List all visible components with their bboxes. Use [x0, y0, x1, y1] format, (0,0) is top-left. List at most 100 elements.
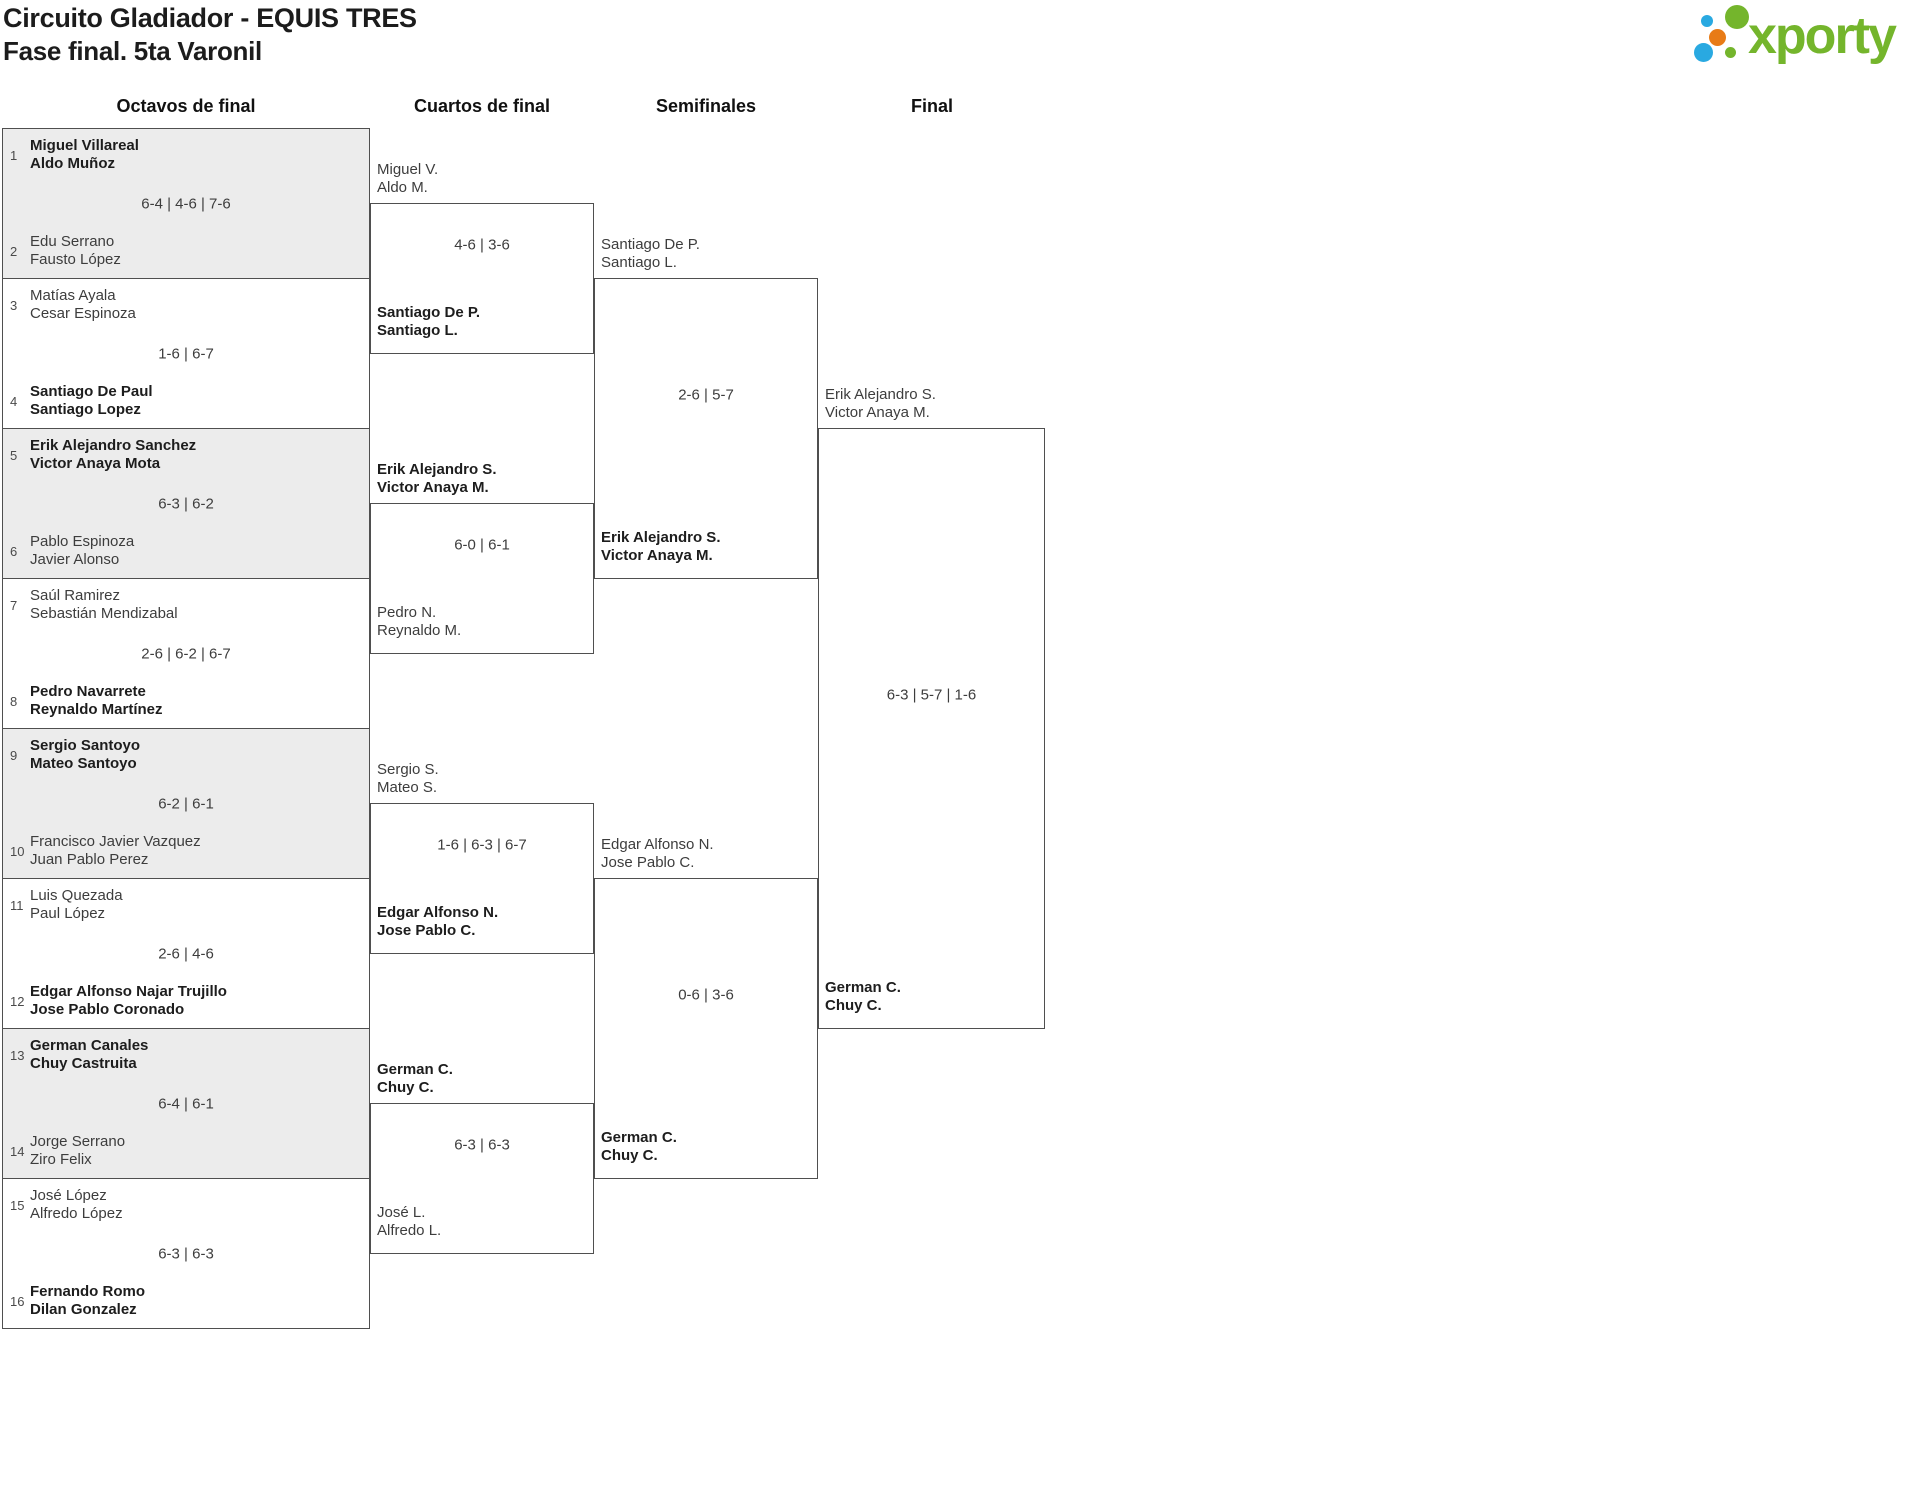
logo-dot-icon	[1725, 5, 1749, 29]
team-names: Sergio S.Mateo S.	[377, 761, 439, 796]
match-score: 6-2 | 6-1	[158, 795, 214, 812]
seed-number: 2	[10, 243, 18, 259]
seed-number: 9	[10, 747, 18, 763]
seed-number: 8	[10, 693, 18, 709]
match-score: 6-3 | 6-3	[454, 1136, 510, 1153]
round-header-octavos: Octavos de final	[116, 96, 256, 116]
logo-dot-icon	[1725, 47, 1736, 58]
team-names: José L.Alfredo L.	[377, 1204, 442, 1239]
seed-number: 10	[10, 843, 25, 859]
team-names: German C.Chuy C.	[825, 979, 901, 1014]
final-match-1[interactable]: Erik Alejandro S.Victor Anaya M. 6-3 | 5-…	[818, 386, 1045, 1029]
match-score: 6-4 | 6-1	[158, 1095, 214, 1112]
seed-number: 5	[10, 447, 18, 463]
match-score: 1-6 | 6-7	[158, 345, 214, 362]
seed-number: 6	[10, 543, 18, 559]
round-header-final: Final	[910, 96, 953, 116]
match-score: 6-3 | 6-2	[158, 495, 214, 512]
match-score: 2-6 | 6-2 | 6-7	[141, 645, 231, 662]
match-score: 2-6 | 4-6	[158, 945, 214, 962]
team-names: Pedro N.Reynaldo M.	[377, 604, 462, 639]
match-score: 4-6 | 3-6	[454, 236, 510, 253]
seed-number: 3	[10, 297, 18, 313]
xporty-logo[interactable]: xporty	[1686, 2, 1918, 68]
page-header: Circuito Gladiador - EQUIS TRES Fase fin…	[3, 2, 417, 67]
team-names: German C.Chuy C.	[377, 1061, 453, 1096]
team-names: Santiago De P.Santiago L.	[601, 236, 700, 271]
seed-number: 1	[10, 147, 18, 163]
round-header-semifinales: Semifinales	[655, 96, 757, 116]
logo-dot-icon	[1709, 29, 1726, 46]
seed-number: 13	[10, 1047, 25, 1063]
match-score: 0-6 | 3-6	[678, 986, 734, 1003]
seed-number: 12	[10, 993, 25, 1009]
team-names: Erik Alejandro S.Victor Anaya M.	[377, 461, 497, 496]
match-score: 6-3 | 5-7 | 1-6	[886, 686, 977, 703]
team-names: German C.Chuy C.	[601, 1129, 677, 1164]
seed-number: 16	[10, 1293, 25, 1309]
logo-dot-icon	[1694, 43, 1713, 62]
cuartos-match-2[interactable]: Erik Alejandro S.Victor Anaya M. 6-0 | 6-…	[370, 461, 594, 654]
logo-dot-icon	[1701, 15, 1713, 27]
team-names: Erik Alejandro S.Victor Anaya M.	[825, 386, 936, 421]
match-score: 6-4 | 4-6 | 7-6	[141, 195, 231, 212]
team-names: Santiago De P.Santiago L.	[377, 304, 481, 339]
match-score: 6-0 | 6-1	[454, 536, 510, 553]
match-score: 2-6 | 5-7	[678, 386, 734, 403]
seed-number: 11	[10, 897, 24, 913]
seed-number: 14	[10, 1143, 25, 1159]
team-names: Miguel V.Aldo M.	[377, 161, 439, 196]
page-title: Circuito Gladiador - EQUIS TRES	[3, 3, 417, 33]
page-subtitle: Fase final. 5ta Varonil	[3, 36, 262, 66]
match-score: 1-6 | 6-3 | 6-7	[437, 836, 527, 853]
seed-number: 4	[10, 393, 18, 409]
logo-text: xporty	[1748, 7, 1897, 65]
match-score: 6-3 | 6-3	[158, 1245, 214, 1262]
seed-number: 7	[10, 597, 18, 613]
